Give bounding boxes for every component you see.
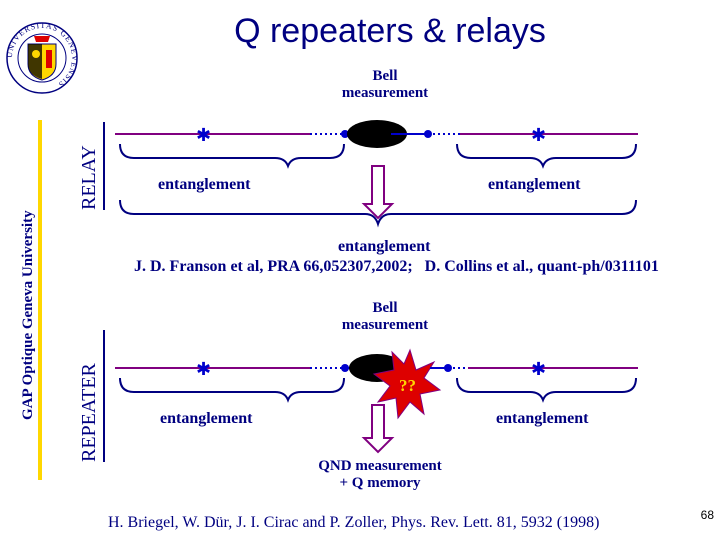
relay-label: RELAY [78, 145, 100, 210]
relay-citation: J. D. Franson et al, PRA 66,052307,2002;… [134, 258, 659, 276]
page-number: 68 [700, 508, 714, 522]
repeater-bell-line1: Bell [372, 300, 398, 316]
relay-brace-bottom [119, 199, 637, 228]
repeater-qq-label: ?? [399, 376, 416, 395]
repeater-entanglement-right: entanglement [496, 410, 589, 427]
relay-citation-right: D. Collins et al., quant-ph/0311101 [424, 258, 659, 275]
repeater-entanglement-left: entanglement [160, 410, 253, 427]
relay-down-arrow [361, 165, 395, 220]
repeater-bell-label: Bell measurement [320, 300, 450, 334]
repeater-qnd-line1: QND measurement [318, 458, 442, 474]
relay-source-left-icon: ✱ [196, 125, 211, 145]
university-logo: UNIVERSITAS GENEVENSIS [4, 14, 80, 102]
relay-source-right-icon: ✱ [531, 125, 546, 145]
relay-bell-line1: Bell [372, 68, 398, 84]
repeater-source-right-icon: ✱ [531, 359, 546, 379]
repeater-down-arrow [361, 404, 395, 454]
page-title: Q repeaters & relays [234, 12, 546, 50]
repeater-brace-left [119, 377, 345, 403]
repeater-source-left-icon: ✱ [196, 359, 211, 379]
relay-bell-label: Bell measurement [320, 68, 450, 102]
repeater-bell-line2: measurement [341, 317, 429, 333]
relay-entanglement-left: entanglement [158, 176, 251, 193]
relay-entanglement-right: entanglement [488, 176, 581, 193]
relay-brace-left [119, 143, 345, 169]
sidebar: GAP Optique Geneva University [0, 120, 42, 480]
relay-citation-left: J. D. Franson et al, PRA [134, 258, 304, 275]
repeater-burst-icon [372, 348, 442, 420]
repeater-qnd-label: QND measurement + Q memory [290, 458, 470, 492]
repeater-label: REPEATER [78, 363, 100, 462]
sidebar-accent-bar [38, 120, 42, 480]
relay-bell-station [347, 120, 407, 148]
repeater-brace-right [456, 377, 637, 403]
relay-brace-right [456, 143, 637, 169]
relay-entanglement-bottom: entanglement [338, 238, 431, 255]
repeater-qnd-line2: + Q memory [339, 475, 421, 491]
relay-citation-rest: ,052307,2002; [319, 258, 413, 275]
repeater-citation: H. Briegel, W. Dür, J. I. Cirac and P. Z… [108, 514, 600, 531]
relay-citation-volume: 66 [303, 258, 320, 275]
relay-bell-line2: measurement [341, 85, 429, 101]
